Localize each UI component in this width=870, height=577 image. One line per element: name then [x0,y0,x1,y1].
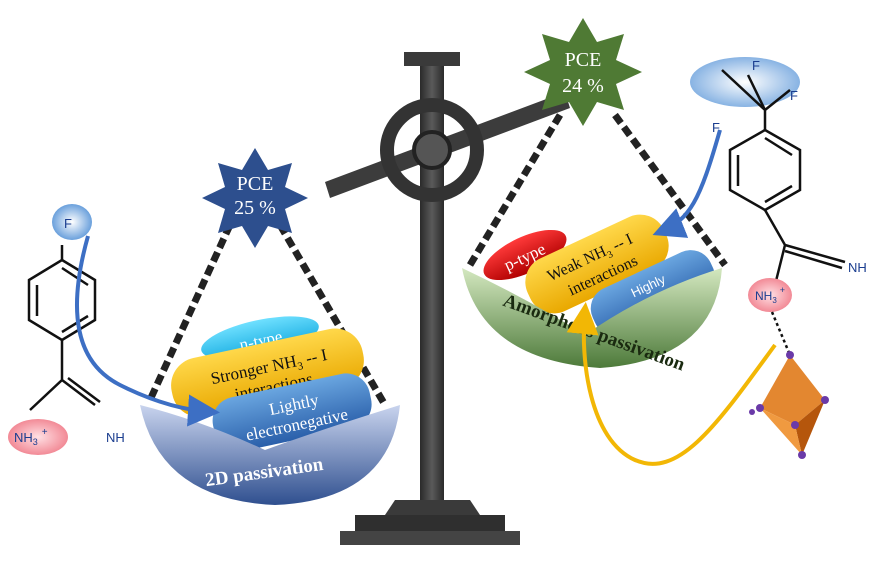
left-blue-arrow [75,235,220,427]
left-chains [146,223,389,407]
right-nh-label: NH [848,260,867,275]
weak-interaction-pill [525,214,669,314]
right-fluorine-3: F [790,88,798,103]
left-nh-label: NH [106,430,125,445]
pce-label-left: PCE [237,173,274,195]
pce-value-left: 25 % [234,197,276,219]
n-type-pill [201,316,319,360]
pce-value-right: 24 % [562,75,604,97]
left-molecule [8,204,101,455]
scale-beam [325,92,570,202]
right-nh3-label: NH3+ [755,285,785,305]
perovskite-octahedron-icon [749,351,829,459]
right-fluorine-1: F [752,58,760,73]
right-fluorine-2: F [712,120,720,135]
pce-star-left: PCE 25 % [202,148,308,248]
left-nh3-label: NH3+ [14,427,48,447]
yellow-arrow [566,302,777,466]
right-chains [466,112,728,268]
p-type-pill [483,229,567,281]
pce-star-right: PCE 24 % [524,18,642,126]
right-molecule [690,57,846,356]
left-pan: 2D passivation [140,405,400,505]
pce-label-right: PCE [565,49,602,71]
right-blue-arrow [652,129,722,238]
left-fluorine-label: F [64,216,72,231]
